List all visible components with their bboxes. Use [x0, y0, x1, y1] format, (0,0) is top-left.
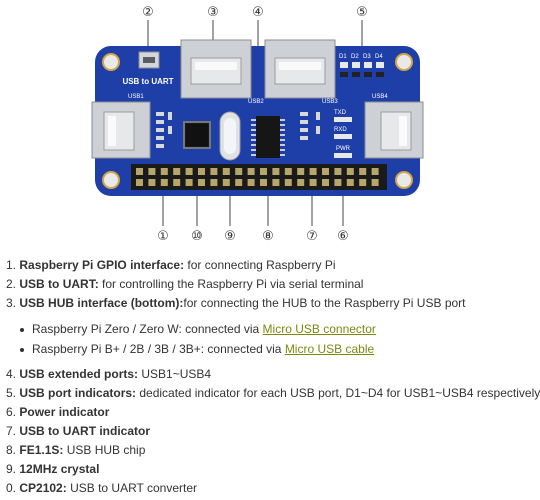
gpio-pin: [136, 168, 143, 175]
gpio-pin: [260, 179, 267, 186]
gpio-pin: [371, 168, 379, 175]
silk-usb1: USB1: [128, 94, 144, 100]
gpio-pin: [173, 168, 181, 175]
gpio-pin: [322, 179, 329, 186]
sub-item-pi-zero: Raspberry Pi Zero / Zero W: connected vi…: [20, 322, 376, 337]
board-diagram: USB to UART USB1 USB2 USB3 D1 D2 D3 D4 U…: [91, 5, 424, 244]
gpio-pin: [297, 179, 305, 186]
gpio-pin: [334, 168, 342, 175]
list-item-9: 9. 12MHz crystal: [6, 462, 100, 476]
callout-1: ①: [157, 229, 169, 244]
callout-10: ⑩: [191, 229, 203, 244]
gpio-header: [131, 164, 387, 190]
callout-6: ⑥: [337, 229, 349, 244]
callout-4: ④: [252, 5, 264, 20]
silk-usb2: USB2: [248, 99, 264, 105]
bullet-icon: [20, 327, 24, 332]
silk-d1: D1: [339, 54, 347, 60]
gpio-pin: [148, 179, 156, 186]
gpio-pin: [284, 168, 292, 175]
gpio-pin: [235, 179, 243, 186]
gpio-pin: [160, 168, 168, 175]
gpio-pin: [160, 179, 168, 186]
gpio-pin: [346, 168, 354, 175]
gpio-pin: [185, 179, 193, 186]
gpio-pin: [346, 179, 354, 186]
callout-8: ⑧: [262, 229, 274, 244]
micro-usb-connector: [138, 51, 160, 69]
callout-7: ⑦: [306, 229, 318, 244]
gpio-pin: [173, 179, 181, 186]
gpio-pin: [371, 179, 379, 186]
micro-usb-connector-link[interactable]: Micro USB connector: [262, 322, 376, 336]
silk-rxd: RXD: [334, 127, 347, 133]
gpio-pin: [359, 179, 367, 186]
gpio-pin: [222, 168, 230, 175]
list-item-3: 3. USB HUB interface (bottom):for connec…: [6, 296, 466, 310]
gpio-pin: [334, 179, 342, 186]
mounting-holes: [102, 53, 413, 189]
silk-txd: TXD: [334, 110, 347, 116]
list-item-7: 7. USB to UART indicator: [6, 424, 151, 438]
gpio-pin: [198, 168, 205, 175]
usb-port-usb4: [364, 101, 424, 159]
silk-usb-to-uart: USB to UART: [122, 77, 173, 86]
list-item-8: 8. FE1.1S: USB HUB chip: [6, 443, 146, 457]
callout-2: ②: [142, 5, 154, 20]
gpio-pin: [247, 168, 255, 175]
list-item-5: 5. USB port indicators: dedicated indica…: [6, 386, 540, 400]
micro-usb-cable-link[interactable]: Micro USB cable: [284, 342, 375, 356]
callout-5: ⑤: [356, 5, 368, 20]
gpio-pin: [284, 179, 292, 186]
cp2102-chip: [183, 121, 211, 149]
gpio-pin: [136, 179, 143, 186]
silk-usb3: USB3: [322, 99, 338, 105]
silk-pwr: PWR: [336, 146, 351, 152]
callout-9: ⑨: [224, 229, 236, 244]
list-item-4: 4. USB extended ports: USB1~USB4: [6, 367, 212, 381]
silk-d2: D2: [351, 54, 359, 60]
gpio-pin: [322, 168, 329, 175]
list-item-1: 1. Raspberry Pi GPIO interface: for conn…: [6, 258, 336, 272]
silk-usb4: USB4: [372, 94, 388, 100]
gpio-pin: [235, 168, 243, 175]
feature-list: 1. Raspberry Pi GPIO interface: for conn…: [0, 256, 540, 500]
list-item-2: 2. USB to UART: for controlling the Rasp…: [6, 277, 364, 291]
crystal-12mhz: [219, 111, 241, 161]
bullet-icon: [20, 347, 24, 352]
gpio-pin: [222, 179, 230, 186]
fe11s-chip: [251, 116, 285, 158]
silk-d3: D3: [363, 54, 371, 60]
usb-port-usb1: [91, 101, 151, 159]
usb-port-usb2: [180, 39, 252, 99]
gpio-pin: [309, 179, 317, 186]
gpio-pin: [210, 179, 218, 186]
gpio-pin: [359, 168, 367, 175]
gpio-pin: [247, 179, 255, 186]
gpio-pin: [272, 179, 280, 186]
gpio-pin: [272, 168, 280, 175]
usb-indicator-leds: [340, 62, 384, 77]
gpio-pin: [260, 168, 267, 175]
gpio-pin: [198, 179, 205, 186]
gpio-pin: [148, 168, 156, 175]
gpio-pin: [210, 168, 218, 175]
list-item-10: 0. CP2102: USB to UART converter: [6, 481, 198, 495]
sub-item-pi-b: Raspberry Pi B+ / 2B / 3B / 3B+: connect…: [20, 342, 374, 357]
gpio-pin: [185, 168, 193, 175]
callout-3: ③: [207, 5, 219, 20]
gpio-pin: [297, 168, 305, 175]
gpio-pin: [309, 168, 317, 175]
list-item-6: 6. Power indicator: [6, 405, 110, 419]
passive-components: [156, 112, 320, 148]
status-leds: [334, 117, 352, 158]
silk-d4: D4: [375, 54, 383, 60]
usb-port-usb3: [264, 39, 336, 99]
